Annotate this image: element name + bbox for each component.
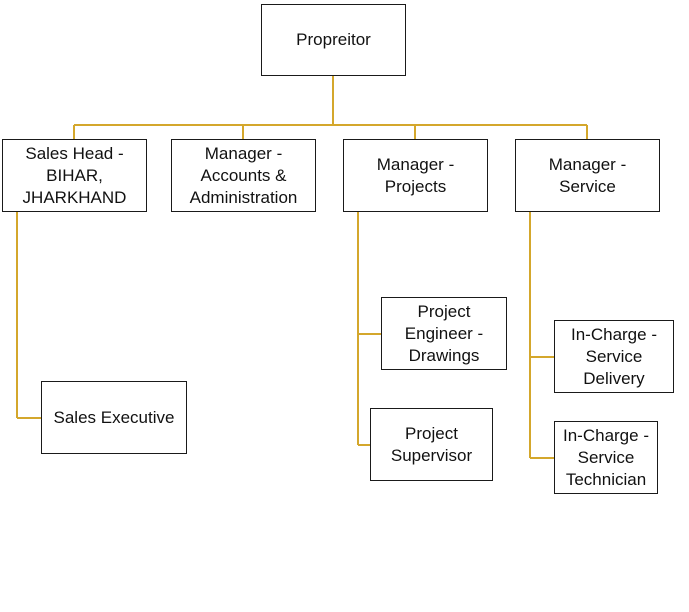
node-sales-executive: Sales Executive — [41, 381, 187, 454]
node-incharge-service-delivery: In-Charge - Service Delivery — [554, 320, 674, 393]
node-incharge-service-technician: In-Charge - Service Technician — [554, 421, 658, 494]
node-manager-accounts-administration: Manager - Accounts & Administration — [171, 139, 316, 212]
node-project-engineer-drawings: Project Engineer - Drawings — [381, 297, 507, 370]
node-manager-projects: Manager - Projects — [343, 139, 488, 212]
node-manager-service: Manager - Service — [515, 139, 660, 212]
node-sales-head: Sales Head - BIHAR, JHARKHAND — [2, 139, 147, 212]
node-project-supervisor: Project Supervisor — [370, 408, 493, 481]
node-propreitor: Propreitor — [261, 4, 406, 76]
